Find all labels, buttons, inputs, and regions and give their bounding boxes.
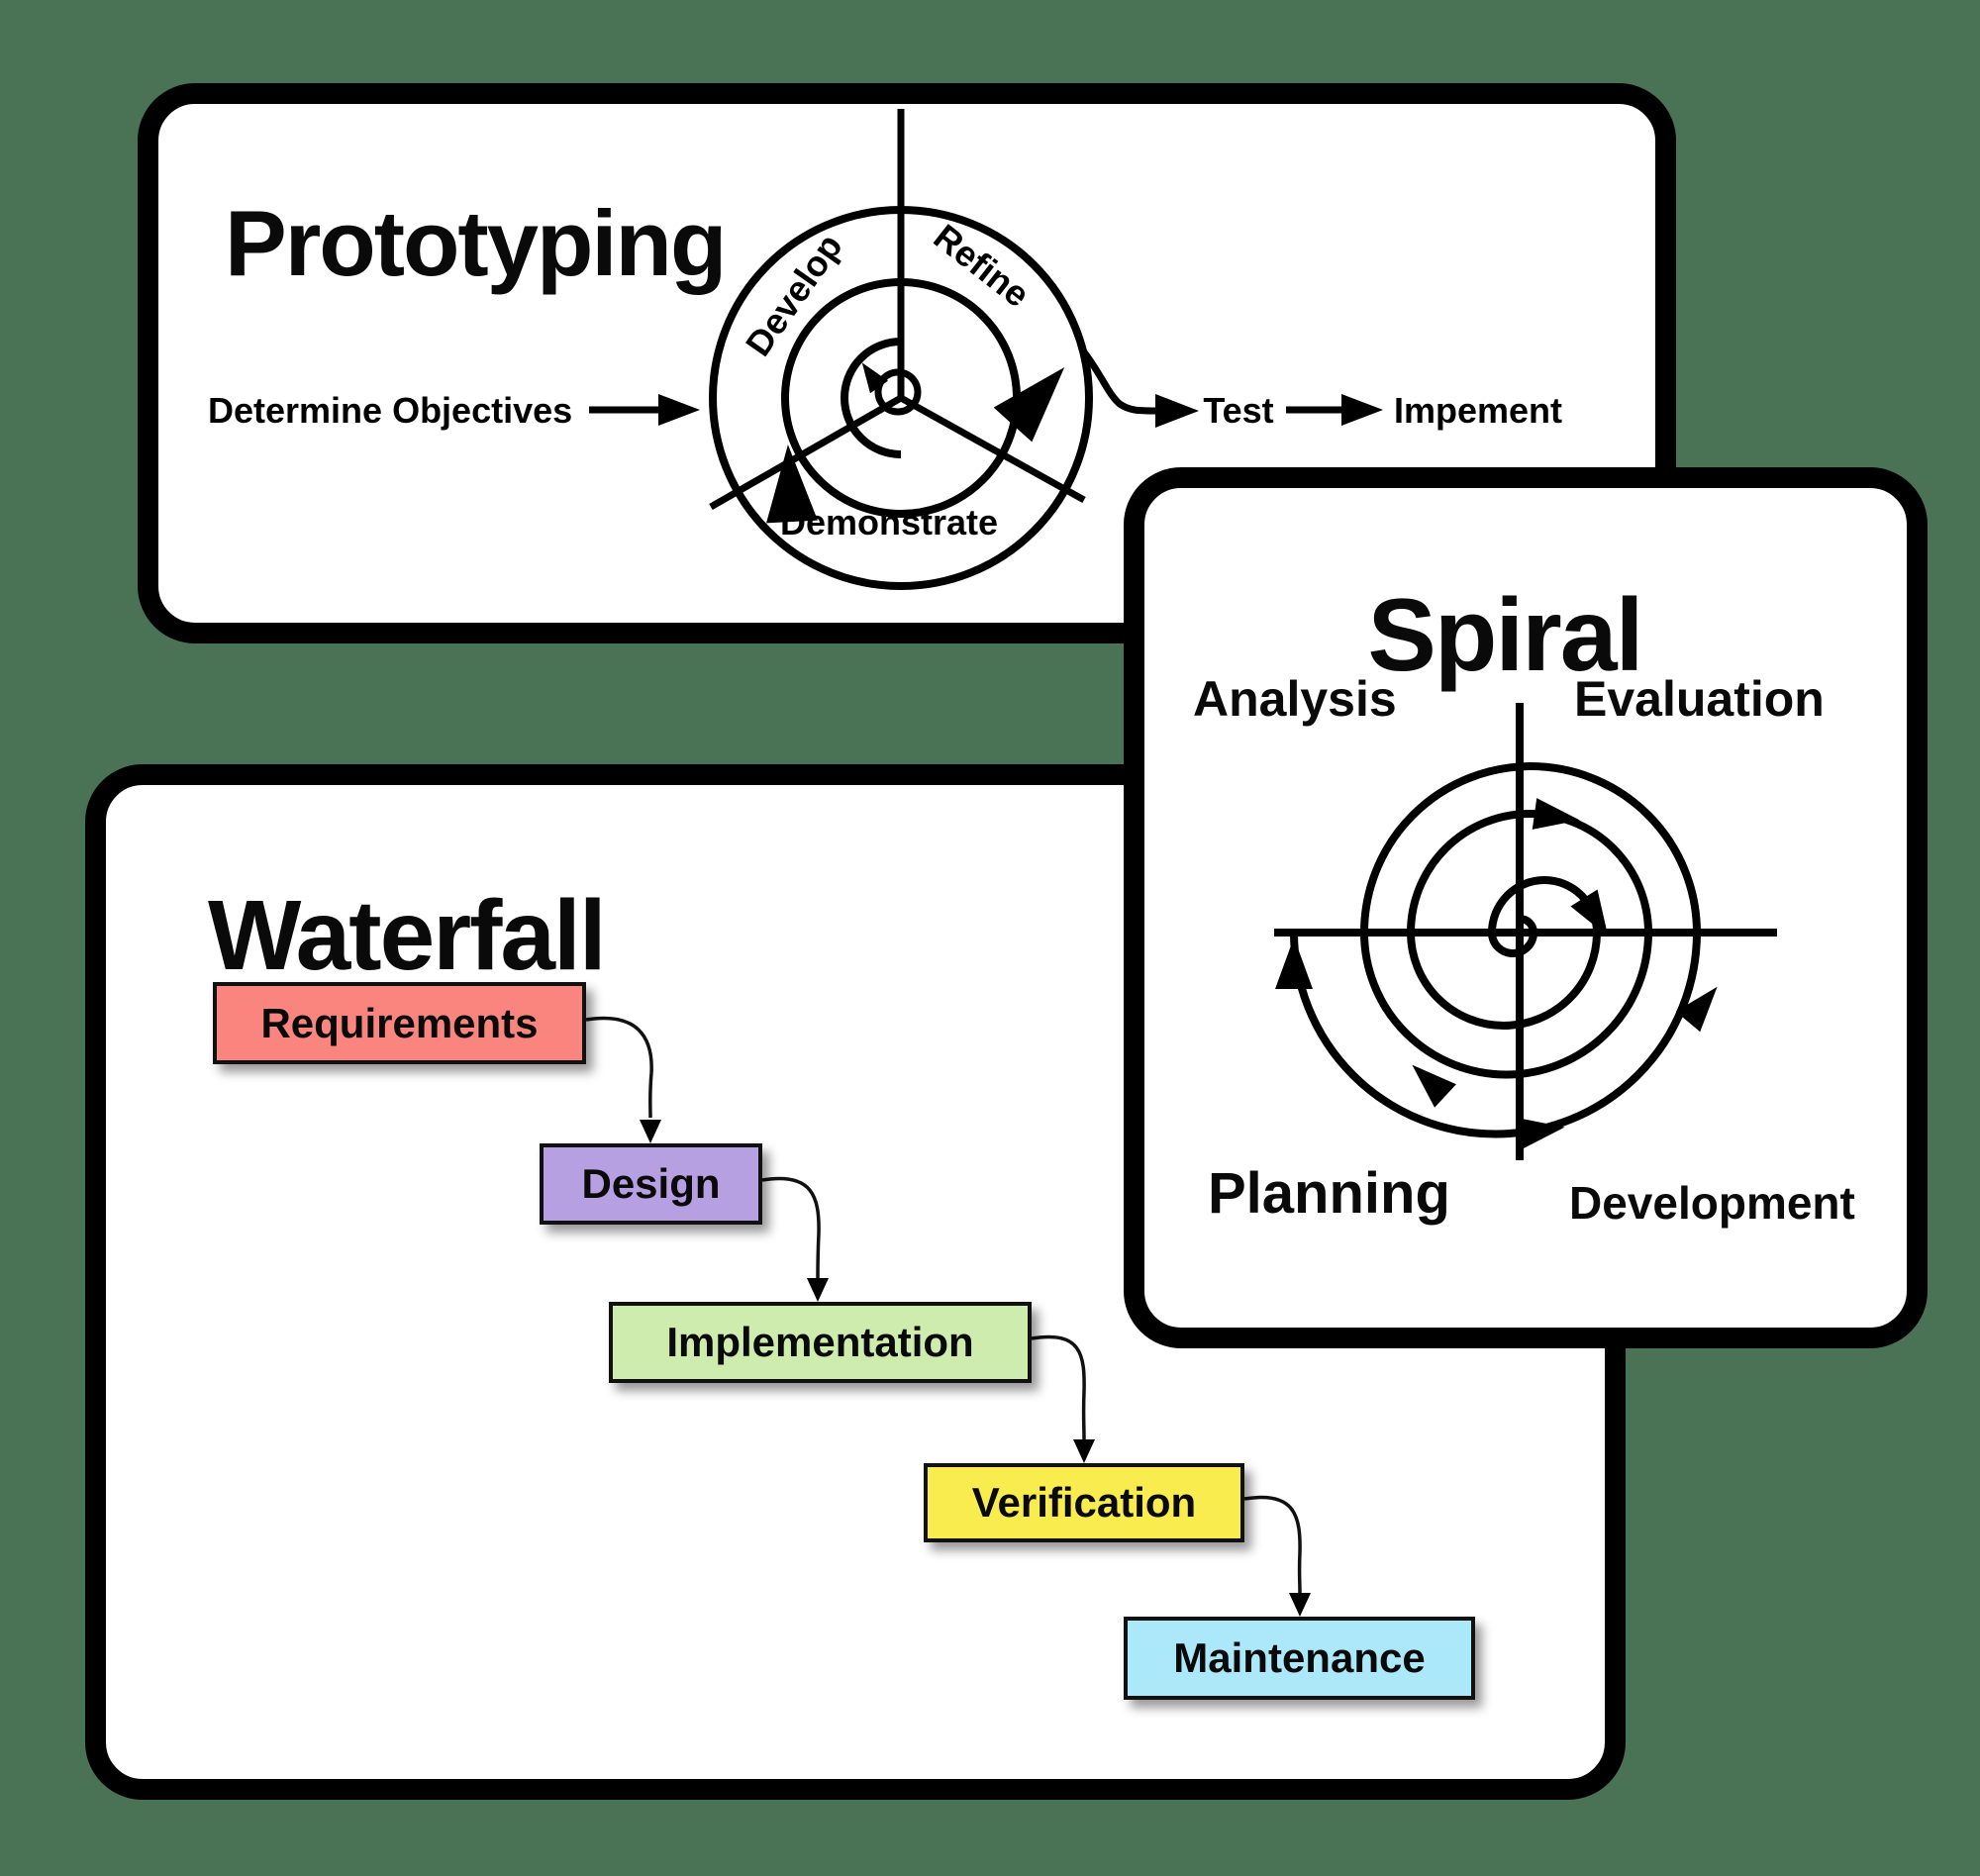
spiral-arrowhead-right-icon bbox=[993, 367, 1065, 443]
connector-3-arrowhead-icon bbox=[1073, 1439, 1095, 1463]
waterfall-title: Waterfall bbox=[208, 880, 607, 991]
stage-box-maintenance: Maintenance bbox=[1124, 1617, 1475, 1700]
spoke-down-right bbox=[899, 394, 1086, 504]
demonstrate-label: Demonstrate bbox=[780, 502, 998, 543]
quadrant-label-development: Development bbox=[1569, 1177, 1855, 1229]
panel-waterfall: Waterfall Requirements Design Implementa… bbox=[85, 764, 1626, 1800]
stage-label-design: Design bbox=[581, 1160, 721, 1207]
spiral-arrowhead-center-icon bbox=[861, 362, 889, 394]
stage-box-verification: Verification bbox=[924, 1463, 1244, 1542]
panel-spiral: Spiral Analysis Evaluation Planning Deve… bbox=[1124, 467, 1928, 1348]
implement-label: Impement bbox=[1394, 390, 1562, 431]
connector-2-arrowhead-icon bbox=[807, 1278, 829, 1302]
spiral-center-curl bbox=[874, 368, 922, 416]
quadrant-label-evaluation: Evaluation bbox=[1574, 671, 1825, 727]
spiral-arrow-top-icon bbox=[1532, 798, 1580, 830]
prototyping-title: Prototyping bbox=[225, 190, 727, 295]
spoke-down-left bbox=[709, 394, 903, 511]
test-label: Test bbox=[1203, 390, 1273, 431]
flow-arrow-3-icon bbox=[1341, 394, 1383, 426]
spiral-exit-curve bbox=[1079, 346, 1156, 415]
waterfall-content: Waterfall Requirements Design Implementa… bbox=[85, 764, 1584, 1758]
connector-3 bbox=[1031, 1334, 1086, 1440]
panel-prototyping: Prototyping Develop Refine Demonstrate bbox=[138, 83, 1676, 643]
waterfall-connectors-figure bbox=[585, 1016, 1311, 1617]
stage-label-verification: Verification bbox=[971, 1479, 1197, 1526]
spiral-ring-outer bbox=[709, 206, 1093, 590]
spiral-path bbox=[1290, 762, 1702, 1138]
spiral-arrow-bottomleft-icon bbox=[1412, 1064, 1456, 1108]
spiral-arrow-bottom-icon bbox=[1517, 1118, 1565, 1149]
connector-4-arrowhead-icon bbox=[1289, 1593, 1311, 1617]
prototyping-spiral-figure: Develop Refine Demonstrate Determine Obj… bbox=[208, 109, 1562, 590]
spiral-arrow-farright-icon bbox=[1675, 986, 1718, 1033]
stage-label-implementation: Implementation bbox=[666, 1319, 974, 1365]
spiral-title: Spiral bbox=[1367, 577, 1644, 693]
spiral-half-arc bbox=[841, 338, 902, 458]
connector-1 bbox=[585, 1016, 653, 1119]
prototyping-content: Prototyping Develop Refine Demonstrate bbox=[138, 83, 1634, 602]
flow-arrow-2-icon bbox=[1155, 394, 1199, 428]
spiral-arrow-midright-icon bbox=[1570, 889, 1609, 938]
quadrant-label-planning: Planning bbox=[1208, 1161, 1450, 1226]
stage-box-requirements: Requirements bbox=[213, 982, 586, 1064]
connector-4 bbox=[1243, 1495, 1302, 1594]
connector-1-arrowhead-icon bbox=[640, 1120, 661, 1143]
spiral-model-figure bbox=[1274, 703, 1777, 1160]
spiral-content: Spiral Analysis Evaluation Planning Deve… bbox=[1124, 467, 1886, 1307]
quadrant-label-analysis: Analysis bbox=[1193, 671, 1397, 727]
stage-box-design: Design bbox=[540, 1143, 762, 1225]
spiral-arrow-farleft-icon bbox=[1275, 938, 1313, 989]
connector-2 bbox=[761, 1176, 821, 1279]
flow-arrow-1-icon bbox=[658, 394, 700, 426]
stage-label-requirements: Requirements bbox=[260, 999, 539, 1046]
stage-label-maintenance: Maintenance bbox=[1173, 1634, 1426, 1681]
stage-box-implementation: Implementation bbox=[609, 1302, 1032, 1383]
spiral-arrowhead-left-icon bbox=[766, 444, 818, 524]
determine-objectives-label: Determine Objectives bbox=[208, 390, 572, 431]
